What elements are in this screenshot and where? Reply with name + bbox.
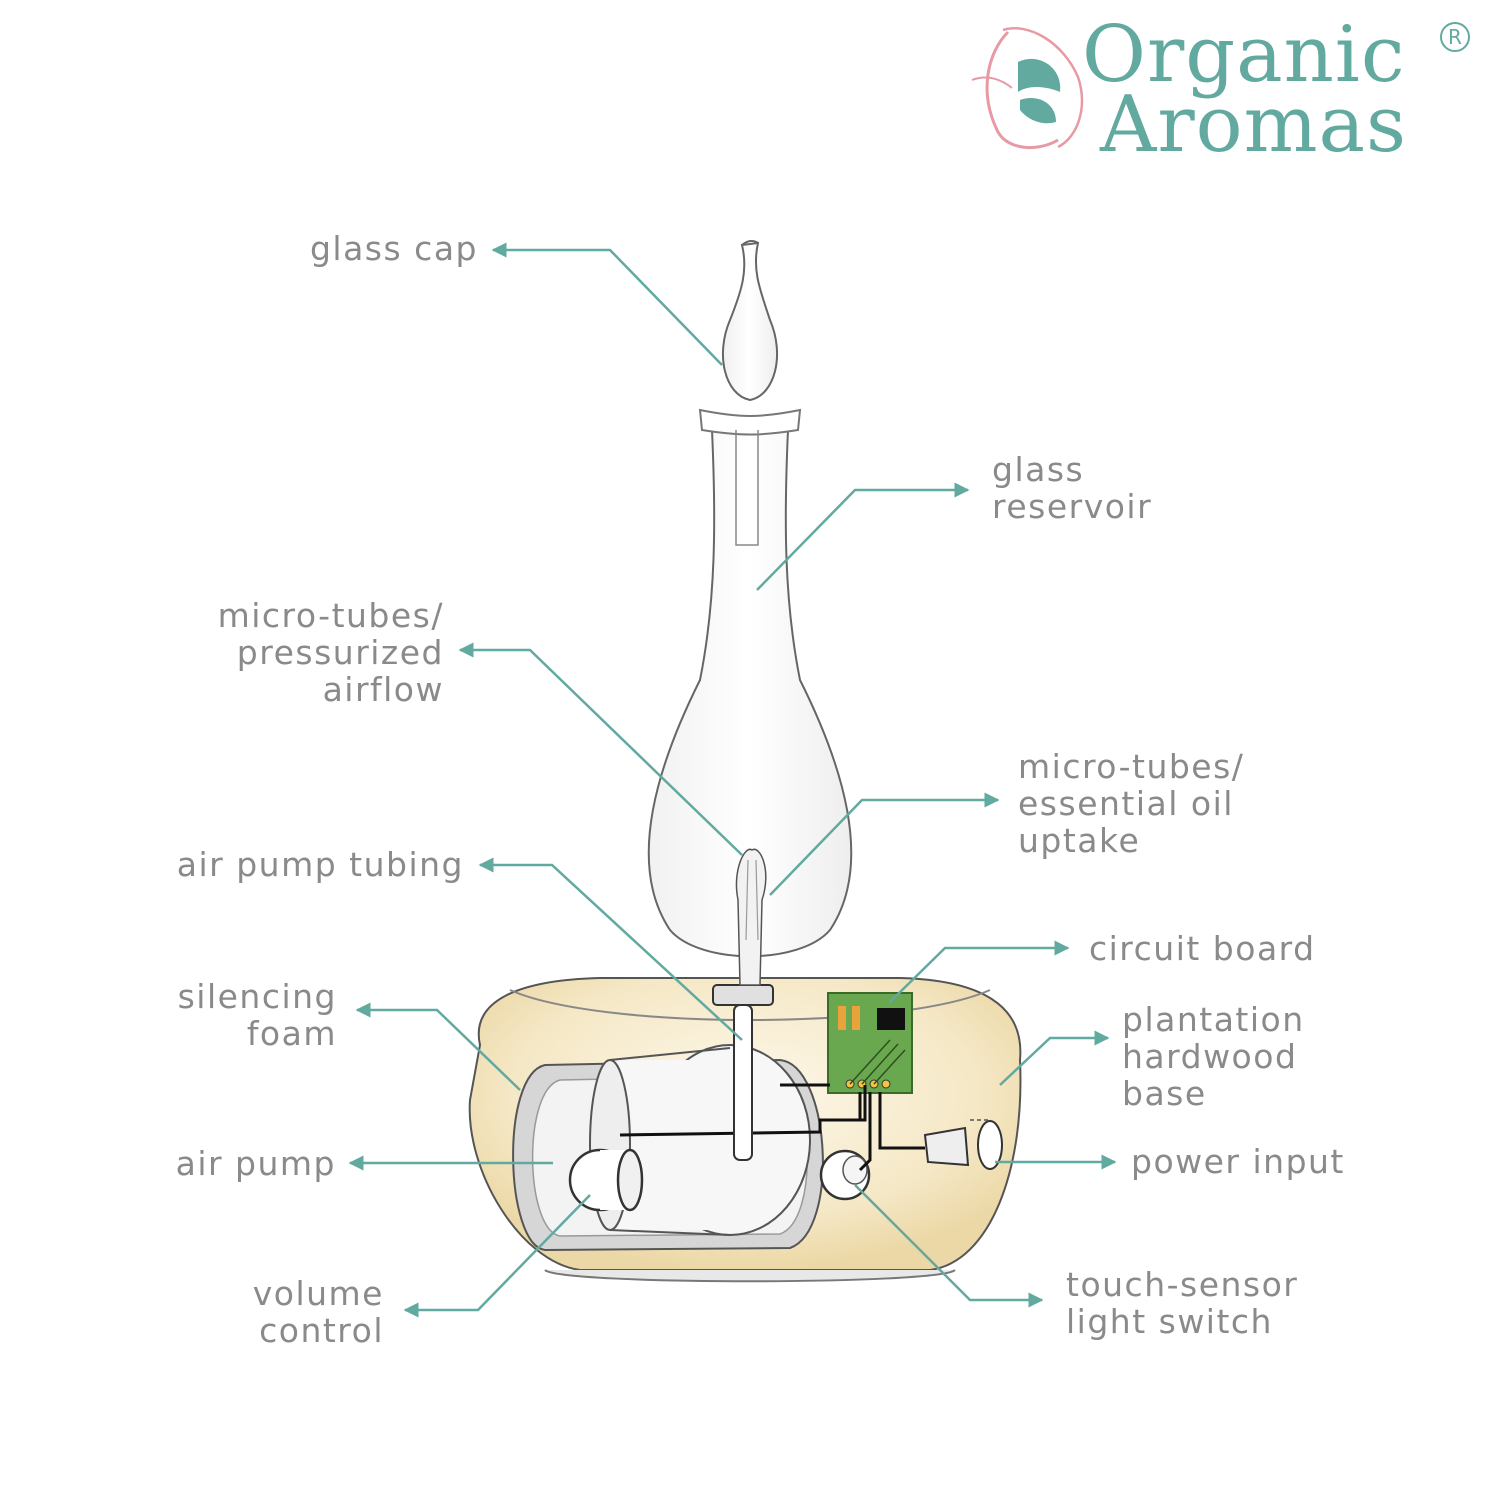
glass-reservoir-shape bbox=[647, 408, 853, 986]
leader-glass-cap bbox=[491, 242, 723, 366]
leader-plantation-base bbox=[999, 1030, 1110, 1086]
circuit-board-shape bbox=[827, 992, 913, 1094]
label-glass-cap: glass cap bbox=[309, 229, 478, 268]
power-input-shape bbox=[923, 1119, 1003, 1170]
leader-touch-sensor bbox=[854, 1184, 1044, 1308]
butterfly-logo-icon bbox=[971, 27, 1084, 150]
label-circuit-board: circuit board bbox=[1089, 929, 1316, 968]
leader-lines bbox=[348, 242, 1117, 1318]
label-glass-reservoir: glass reservoir bbox=[992, 450, 1153, 526]
volume-knob-shape bbox=[568, 1148, 644, 1212]
label-silencing-foam: silencing foam bbox=[177, 977, 337, 1053]
leader-micro-tubes-airflow bbox=[458, 642, 743, 856]
label-volume-control: volume control bbox=[252, 1274, 384, 1350]
leader-volume-control bbox=[403, 1194, 591, 1318]
label-power-input: power input bbox=[1131, 1142, 1345, 1181]
label-micro-tubes-oil: micro-tubes/ essential oil uptake bbox=[1018, 747, 1245, 860]
brand-name-line1: Organic bbox=[1082, 10, 1406, 100]
leader-silencing-foam bbox=[355, 1002, 521, 1091]
registered-mark-icon: R bbox=[1440, 22, 1470, 52]
label-plantation-base: plantation hardwood base bbox=[1122, 1000, 1305, 1113]
brand-name-line2: Aromas bbox=[1100, 80, 1408, 170]
label-air-pump-tubing: air pump tubing bbox=[176, 845, 464, 884]
glass-cap-shape bbox=[722, 239, 778, 402]
label-touch-sensor: touch-sensor light switch bbox=[1066, 1265, 1299, 1341]
leader-micro-tubes-oil bbox=[769, 792, 1000, 896]
label-micro-tubes-airflow: micro-tubes/ pressurized airflow bbox=[217, 596, 444, 709]
leader-glass-reservoir bbox=[756, 482, 970, 591]
leader-circuit-board bbox=[889, 940, 1070, 1003]
internal-wiring bbox=[619, 1083, 925, 1172]
leader-air-pump-tubing bbox=[478, 857, 743, 1041]
label-air-pump: air pump bbox=[175, 1144, 336, 1183]
air-pump-shape bbox=[589, 1044, 811, 1236]
